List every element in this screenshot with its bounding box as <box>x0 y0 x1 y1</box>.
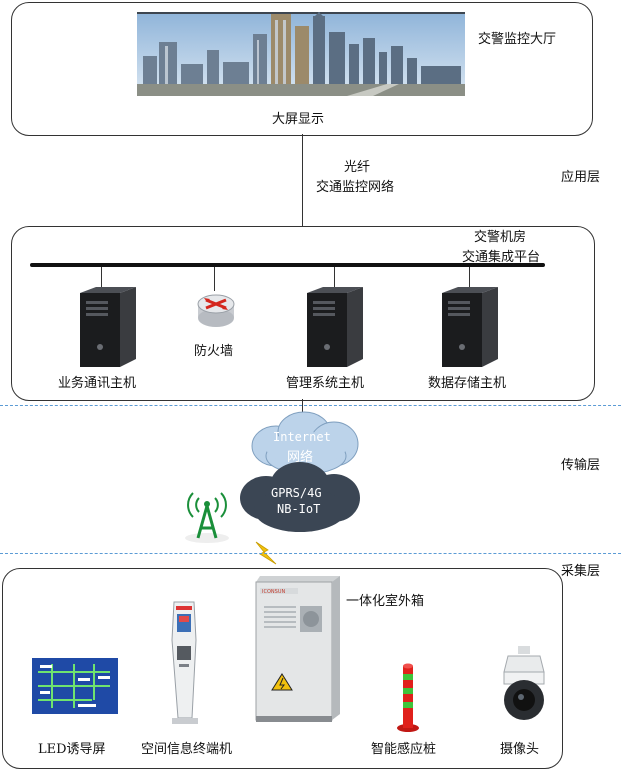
layer-separator <box>0 553 621 554</box>
bus-drop-line <box>469 267 470 289</box>
device-label-storage-host: 数据存储主机 <box>428 376 507 391</box>
wireless-cloud-line1: GPRS/4G <box>271 486 322 500</box>
device-label-management-host: 管理系统主机 <box>286 376 365 391</box>
device-label-camera: 摄像头 <box>500 742 540 757</box>
sensor-bollard-icon <box>397 663 419 732</box>
wireless-cloud-icon <box>240 462 360 532</box>
device-label-firewall: 防火墙 <box>194 344 234 359</box>
device-label-kiosk: 空间信息终端机 <box>141 742 233 757</box>
device-label-comm-host: 业务通讯主机 <box>58 376 137 391</box>
kiosk-terminal-icon <box>171 601 198 724</box>
big-screen-label: 大屏显示 <box>272 112 325 127</box>
cabinet-label: 一体化室外箱 <box>346 594 425 609</box>
lightning-icon <box>255 541 277 565</box>
wireless-cloud-line2: NB-IoT <box>277 502 321 516</box>
fiber-label: 光纤 <box>344 160 371 175</box>
outdoor-cabinet-icon: ICONSUN <box>255 576 340 722</box>
server-room-title: 交警机房 <box>474 230 527 245</box>
cloud-link-line <box>302 399 303 419</box>
svg-text:ICONSUN: ICONSUN <box>262 589 285 595</box>
city-skyline-screen-icon <box>137 12 465 96</box>
server-tower-icon <box>442 287 498 367</box>
dome-camera-icon <box>503 646 545 720</box>
application-layer-label: 应用层 <box>561 170 601 185</box>
firewall-router-icon <box>197 294 235 327</box>
device-label-bollard: 智能感应桩 <box>371 742 437 757</box>
led-guidance-screen-icon <box>32 658 118 714</box>
network-bus <box>30 263 545 267</box>
server-tower-icon <box>307 287 363 367</box>
internet-cloud-line2: 网络 <box>287 450 314 465</box>
signal-tower-icon <box>185 492 229 543</box>
fiber-link-line <box>302 134 303 226</box>
bus-drop-line <box>214 267 215 291</box>
layer-separator <box>0 405 621 406</box>
collection-layer-label: 采集层 <box>561 564 601 579</box>
internet-cloud-line1: Internet <box>273 430 331 444</box>
integration-platform-title: 交通集成平台 <box>462 250 541 265</box>
monitor-hall-label: 交警监控大厅 <box>478 32 557 47</box>
server-tower-icon <box>80 287 136 367</box>
device-label-led-screen: LED诱导屏 <box>38 742 106 757</box>
bus-drop-line <box>334 267 335 289</box>
bus-drop-line <box>101 267 102 289</box>
traffic-network-label: 交通监控网络 <box>316 180 395 195</box>
transport-layer-label: 传输层 <box>561 458 601 473</box>
